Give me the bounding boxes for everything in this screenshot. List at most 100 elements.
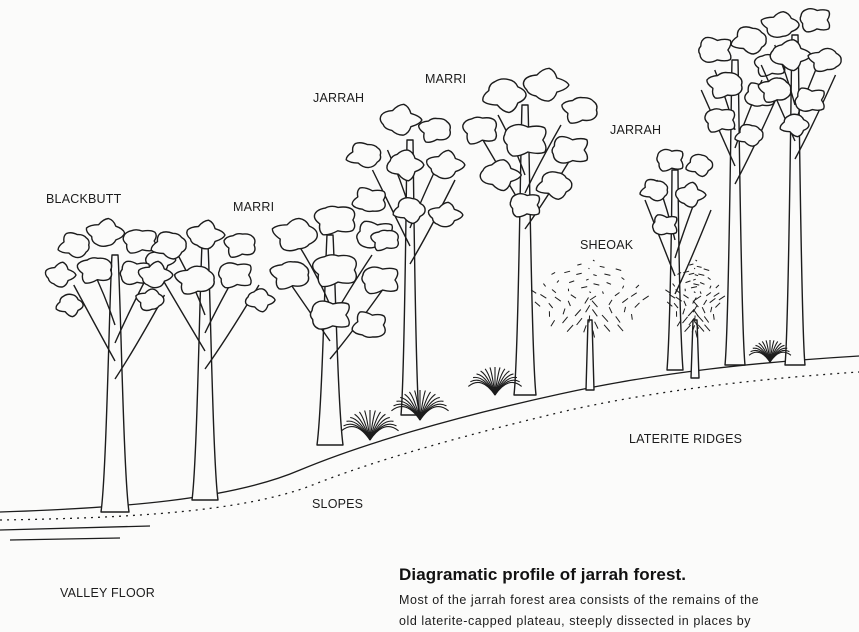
needle	[589, 268, 590, 269]
needle	[716, 285, 719, 288]
foliage-clump	[352, 312, 385, 337]
label-laterite-ridges: LATERITE RIDGES	[629, 432, 742, 446]
foliage-clump	[246, 289, 276, 312]
foliage-clump	[86, 219, 124, 247]
trunk	[101, 255, 129, 512]
needle	[710, 298, 716, 302]
needle	[706, 293, 711, 296]
label-jarrah-left: JARRAH	[313, 91, 364, 105]
needle	[704, 300, 707, 305]
trunk	[691, 320, 699, 378]
foliage-clump	[795, 88, 824, 111]
caption-line: old laterite-capped plateau, steeply dis…	[399, 611, 859, 632]
foliage-clump	[705, 109, 735, 132]
foliage-clump	[536, 172, 571, 200]
foliage-clump	[657, 149, 683, 171]
caption-body: Most of the jarrah forest area consists …	[399, 590, 859, 632]
needle	[604, 274, 610, 275]
needle	[581, 287, 587, 288]
needle	[711, 307, 712, 312]
needle	[705, 325, 711, 331]
needle	[563, 309, 565, 315]
foliage-clump	[504, 125, 546, 156]
needle	[593, 260, 595, 261]
foliage-clump	[175, 266, 215, 294]
grass-tree-2	[391, 390, 448, 420]
needle	[618, 325, 624, 331]
needle	[704, 316, 708, 322]
grass-tree-4	[749, 340, 791, 362]
foliage-clump	[270, 262, 309, 289]
foliage-clump	[380, 104, 422, 135]
foliage-clump	[480, 160, 521, 191]
shrub-sheoak	[531, 260, 649, 390]
needle	[683, 271, 689, 273]
foliage-clump	[352, 188, 385, 212]
needle	[592, 309, 597, 316]
needle	[540, 294, 546, 298]
needle	[696, 260, 698, 261]
foliage-clump	[808, 48, 841, 71]
needle	[702, 307, 705, 313]
needle	[694, 268, 695, 269]
foliage-clump	[187, 220, 225, 249]
grass-tree-3	[468, 367, 521, 395]
needle	[564, 271, 570, 273]
tree-jarrah-tall-1	[699, 27, 785, 365]
label-blackbutt: BLACKBUTT	[46, 192, 121, 206]
foliage-clump	[219, 263, 252, 288]
needle	[698, 274, 704, 275]
needle	[714, 293, 720, 297]
foliage-clump	[510, 194, 539, 217]
needle	[700, 283, 704, 285]
needle	[577, 264, 581, 265]
label-marri-top: MARRI	[425, 72, 466, 86]
needle	[586, 279, 589, 280]
foliage-clump	[314, 206, 354, 234]
foliage-clump	[56, 294, 83, 316]
caption-line: Most of the jarrah forest area consists …	[399, 590, 859, 611]
needle	[719, 296, 725, 300]
foliage-clump	[419, 118, 451, 142]
needle	[615, 293, 620, 296]
needle	[622, 298, 628, 302]
needle	[577, 318, 582, 325]
foliage-clump	[483, 79, 526, 113]
needle	[551, 320, 555, 326]
needle	[569, 281, 574, 283]
needle	[609, 307, 612, 313]
needle	[688, 310, 694, 317]
needle	[683, 317, 688, 323]
needle	[590, 296, 596, 300]
needle	[691, 287, 697, 288]
needle	[575, 310, 581, 317]
forest-profile-illustration	[0, 0, 859, 610]
foliage-clump	[731, 27, 766, 54]
needle	[609, 300, 612, 305]
needle	[697, 266, 702, 267]
label-sheoak: SHEOAK	[580, 238, 633, 252]
needle	[715, 303, 720, 308]
needle	[600, 266, 605, 267]
needle	[635, 303, 640, 308]
needle	[683, 309, 685, 315]
foliage-clump	[640, 179, 668, 200]
needle	[623, 286, 624, 289]
needle	[557, 280, 559, 282]
needle	[563, 317, 568, 323]
needle	[683, 295, 688, 299]
branch	[645, 200, 675, 276]
valley-floor-lines	[0, 526, 150, 540]
needle	[586, 305, 590, 312]
foliage-clump	[362, 267, 398, 294]
foliage-clump	[653, 215, 677, 235]
caption-title: Diagramatic profile of jarrah forest.	[399, 565, 686, 585]
needle	[693, 279, 696, 280]
needle	[607, 283, 611, 285]
needle	[708, 278, 711, 280]
needle	[603, 291, 604, 293]
label-jarrah-right: JARRAH	[610, 123, 661, 137]
needle	[700, 291, 701, 293]
foliage-clump	[313, 255, 357, 287]
needle	[631, 293, 637, 297]
